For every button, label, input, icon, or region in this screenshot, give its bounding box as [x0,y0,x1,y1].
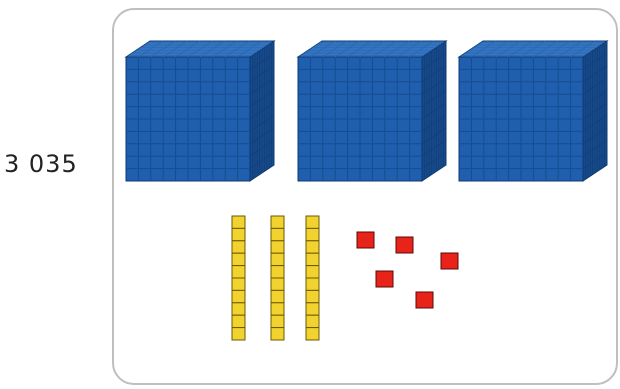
unit-cube [396,237,413,253]
ten-rod [271,216,284,340]
thousand-cube [298,41,446,181]
thousand-cube [459,41,607,181]
ten-rod [232,216,245,340]
thousand-cube [126,41,274,181]
ten-rod [306,216,319,340]
unit-cube [357,232,374,248]
unit-cube [441,253,458,269]
unit-cube [416,292,433,308]
unit-cube [376,271,393,287]
